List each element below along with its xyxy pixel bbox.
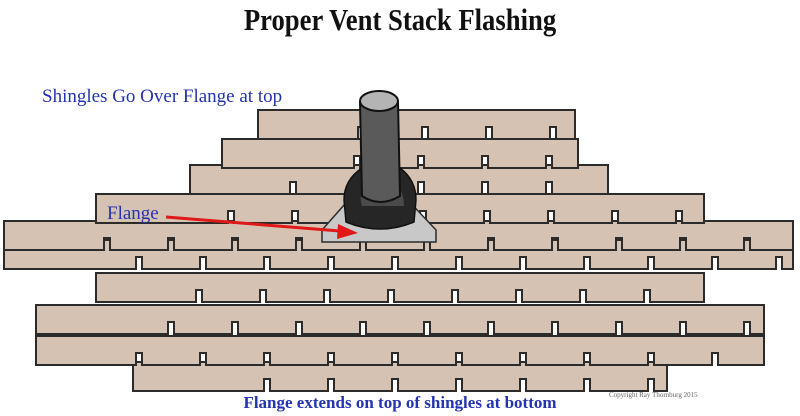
shingle-course (95, 272, 705, 303)
label-flange-bottom: Flange extends on top of shingles at bot… (243, 393, 557, 412)
shingle-course (35, 304, 765, 335)
label-flange: Flange (107, 203, 159, 224)
shingle-course (35, 335, 765, 366)
shingle-courses (3, 109, 794, 392)
shingle-course (132, 361, 668, 392)
diagram-title: Proper Vent Stack Flashing (243, 2, 557, 37)
vent-pipe-opening (359, 90, 399, 112)
arrow-shaft (165, 215, 341, 233)
shingle-course (257, 109, 576, 140)
flange-arrow (165, 215, 358, 239)
copyright-notice: Copyright Ray Thornburg 2015 (609, 391, 698, 399)
label-shingles-over-flange: Shingles Go Over Flange at top (42, 86, 283, 107)
vent-pipe (358, 101, 402, 203)
arrow-head (337, 224, 358, 239)
